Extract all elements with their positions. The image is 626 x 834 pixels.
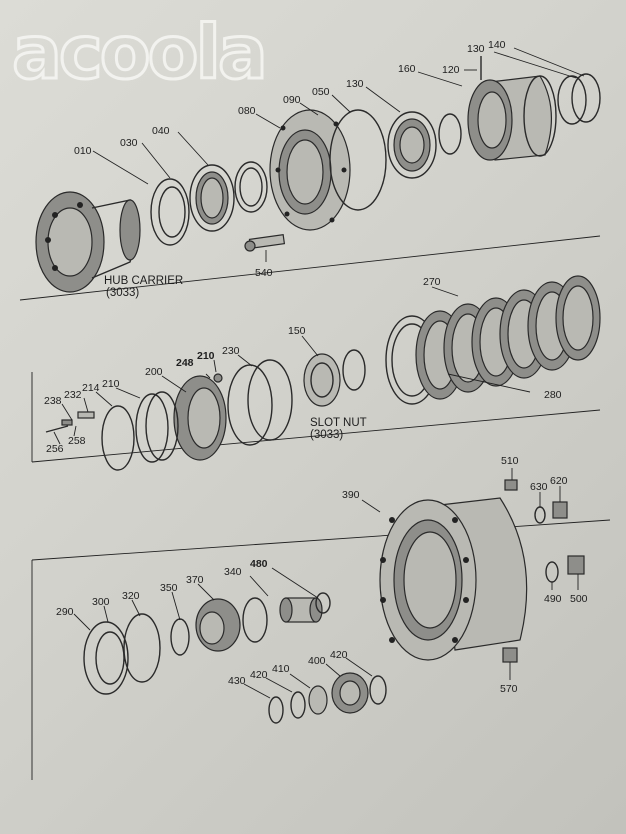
label-340: 340 <box>224 566 242 578</box>
label-050: 050 <box>312 86 330 98</box>
label-214: 214 <box>82 382 100 394</box>
label-210: 210 <box>102 378 120 390</box>
label-130b: 130 <box>467 43 485 55</box>
label-420: 420 <box>330 649 348 661</box>
label-490: 490 <box>544 593 562 605</box>
label-430: 430 <box>228 675 246 687</box>
label-248: 248 <box>176 357 194 369</box>
ring-part <box>438 113 462 155</box>
label-400: 400 <box>308 655 326 667</box>
label-090: 090 <box>283 94 301 106</box>
label-320: 320 <box>122 590 140 602</box>
ring-340 <box>242 597 268 643</box>
label-140: 140 <box>488 39 506 51</box>
piston-200 <box>173 375 227 461</box>
plug-510 <box>504 479 518 491</box>
label-620: 620 <box>550 475 568 487</box>
label-200: 200 <box>145 366 163 378</box>
bolt-248 <box>213 373 223 383</box>
wheel-hub-390 <box>379 497 528 661</box>
drum-160 <box>467 75 557 161</box>
label-030: 030 <box>120 137 138 149</box>
bearing-130 <box>387 111 437 179</box>
bearing-040 <box>189 164 235 232</box>
label-540: 540 <box>255 267 273 279</box>
label-210-top: 210 <box>197 350 215 362</box>
label-080: 080 <box>238 105 256 117</box>
section-1-parts: 010 030 040 080 090 050 130 160 120 130 … <box>35 39 601 299</box>
label-300: 300 <box>92 596 110 608</box>
ring-350 <box>170 618 190 656</box>
label-480: 480 <box>250 558 268 570</box>
label-350: 350 <box>160 582 178 594</box>
seal-030 <box>150 178 190 246</box>
race-part <box>234 161 268 213</box>
slot-nut-caption: SLOT NUT <box>310 417 367 429</box>
section-divider-top <box>19 235 601 301</box>
hub-carrier-part <box>35 191 141 293</box>
section-3-leaders <box>73 468 579 699</box>
watermark-logo: acoola <box>12 10 265 96</box>
sun-gear-340 <box>279 597 323 623</box>
label-500: 500 <box>570 593 588 605</box>
hub-carrier-caption: HUB CARRIER <box>104 275 183 287</box>
hub-housing-090 <box>269 109 351 231</box>
hub-carrier-ref: (3033) <box>106 287 139 299</box>
label-040: 040 <box>152 125 170 137</box>
label-232: 232 <box>64 389 82 401</box>
label-230: 230 <box>222 345 240 357</box>
section-2-parts: 270 150 230 210 248 200 210 214 232 238 … <box>44 275 601 471</box>
section-3-parts: 510 630 620 390 480 340 370 350 320 300 … <box>56 455 588 724</box>
slot-nut-ref: (3033) <box>310 429 343 441</box>
label-290: 290 <box>56 606 74 618</box>
rings-210 <box>135 391 179 463</box>
ring-320 <box>123 613 161 683</box>
label-420b: 420 <box>250 669 268 681</box>
label-130: 130 <box>346 78 364 90</box>
seal-630 <box>534 506 546 524</box>
section-divider-mid <box>31 409 601 463</box>
seal-490 <box>545 561 559 583</box>
spring-and-bolts <box>45 411 95 433</box>
label-280: 280 <box>544 389 562 401</box>
snap-rings-140 <box>557 73 601 125</box>
label-370: 370 <box>186 574 204 586</box>
washer-290 <box>83 621 129 695</box>
label-238: 238 <box>44 395 62 407</box>
plate-214 <box>101 405 135 471</box>
bottom-bearing-group <box>268 672 387 724</box>
label-410: 410 <box>272 663 290 675</box>
plug-500 <box>567 555 585 575</box>
washer-480 <box>315 592 331 614</box>
label-010: 010 <box>74 145 92 157</box>
gear-370 <box>195 598 241 652</box>
label-510: 510 <box>501 455 519 467</box>
label-390: 390 <box>342 489 360 501</box>
label-150: 150 <box>288 325 306 337</box>
o-ring-050 <box>329 109 387 211</box>
bolt-540 <box>244 234 286 252</box>
section-2-leaders <box>53 286 531 445</box>
rings-230 <box>227 359 293 446</box>
label-630: 630 <box>530 481 548 493</box>
snap-ring-150 <box>342 349 366 391</box>
label-120: 120 <box>442 64 460 76</box>
clutch-disc-pack <box>385 275 601 405</box>
plug-570 <box>502 647 518 663</box>
slot-nut-part <box>303 353 341 407</box>
plug-620 <box>552 501 568 519</box>
label-160: 160 <box>398 63 416 75</box>
section-1-leaders <box>92 47 585 262</box>
label-256: 256 <box>46 443 64 455</box>
label-570: 570 <box>500 683 518 695</box>
label-270: 270 <box>423 276 441 288</box>
label-258: 258 <box>68 435 86 447</box>
